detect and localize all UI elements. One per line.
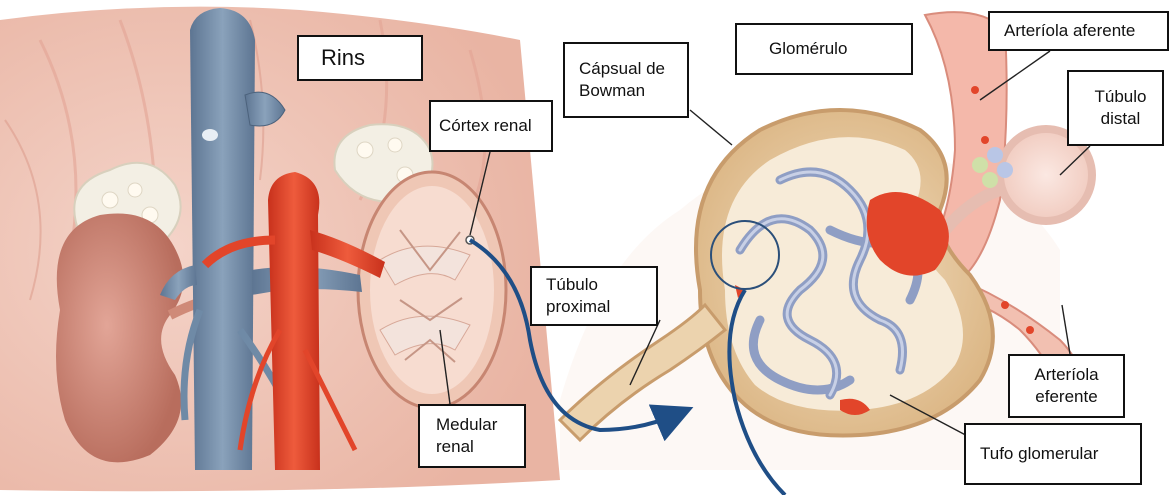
label-rins: Rins xyxy=(297,35,423,81)
label-tubulo-proximal: Túbulo proximal xyxy=(530,266,658,326)
right-kidney-section xyxy=(358,172,506,408)
label-tufo-glomerular: Tufo glomerular xyxy=(964,423,1142,485)
label-tubulo-distal: Túbulo distal xyxy=(1067,70,1164,146)
label-arteriola-aferente: Arteríola aferente xyxy=(988,11,1169,51)
label-capsula-bowman: Cápsual de Bowman xyxy=(563,42,689,118)
label-medular-renal: Medular renal xyxy=(418,404,526,468)
label-arteriola-eferente: Arteríola eferente xyxy=(1008,354,1125,418)
label-glomerulo: Glomérulo xyxy=(735,23,913,75)
label-cortex-renal: Córtex renal xyxy=(429,100,553,152)
